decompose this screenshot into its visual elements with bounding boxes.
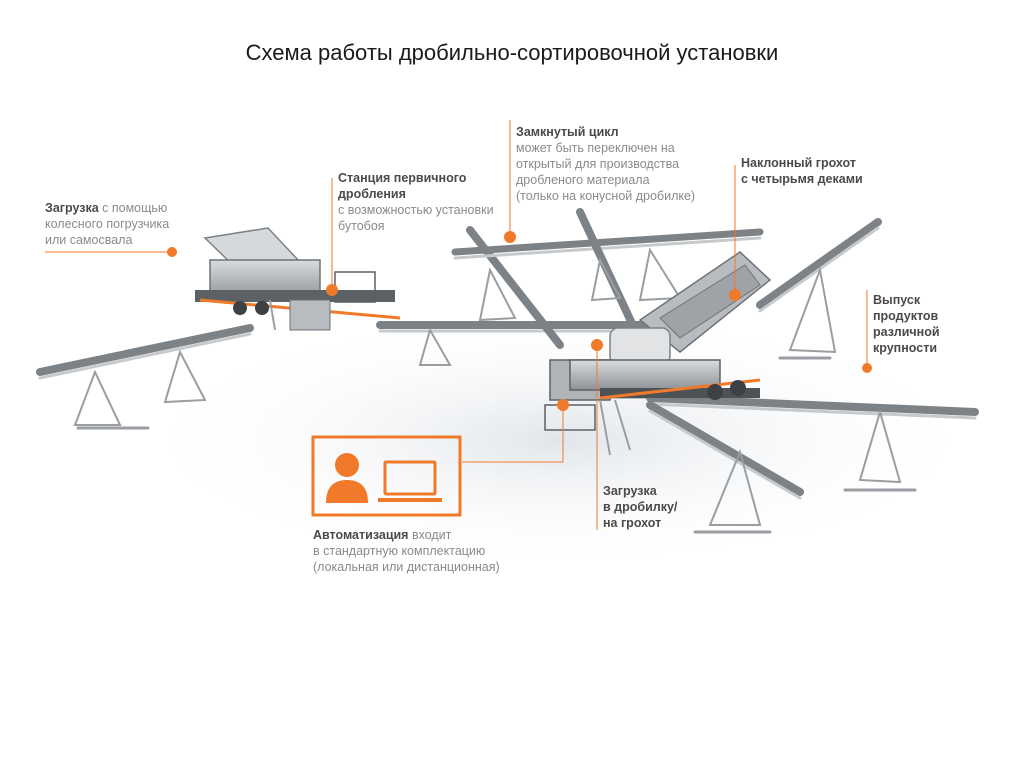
callout-primary: Станция первичного дробления с возможнос…	[338, 170, 494, 234]
callout-closed-loop: Замкнутый цикл может быть переключен на …	[516, 124, 695, 204]
callout-feed-head1: Загрузка	[603, 483, 677, 499]
marker-screen	[729, 289, 741, 301]
marker-output	[862, 363, 872, 373]
callout-closed-loop-line4: (только на конусной дробилке)	[516, 188, 695, 204]
callout-closed-loop-head: Замкнутый цикл	[516, 124, 695, 140]
primary-crushing-station	[195, 228, 400, 330]
callout-automation-line1: в стандартную комплектацию	[313, 544, 485, 558]
callout-automation-rest: входит	[408, 528, 451, 542]
callout-loading-head: Загрузка	[45, 201, 99, 215]
callout-closed-loop-line2: открытый для производства	[516, 156, 695, 172]
callout-feed-head2: в дробилку/	[603, 499, 677, 515]
callout-closed-loop-line1: может быть переключен на	[516, 140, 695, 156]
callout-primary-head2: дробления	[338, 186, 494, 202]
marker-automation	[557, 399, 569, 411]
callout-feed: Загрузка в дробилку/ на грохот	[603, 483, 677, 531]
callout-output-head1: Выпуск	[873, 292, 940, 308]
callout-primary-line1: с возможностью установки	[338, 202, 494, 218]
callout-screen-head1: Наклонный грохот	[741, 155, 863, 171]
ground-shadow	[130, 310, 990, 570]
marker-loading	[167, 247, 177, 257]
callout-feed-head3: на грохот	[603, 515, 677, 531]
callout-primary-head1: Станция первичного	[338, 170, 494, 186]
callout-screen: Наклонный грохот с четырьмя деками	[741, 155, 863, 187]
callout-output-head4: крупности	[873, 340, 940, 356]
marker-closed-loop	[504, 231, 516, 243]
callout-output-head2: продуктов	[873, 308, 940, 324]
callout-closed-loop-line3: дробленого материала	[516, 172, 695, 188]
marker-feed	[591, 339, 603, 351]
callout-output-head3: различной	[873, 324, 940, 340]
callout-automation-head: Автоматизация	[313, 528, 408, 542]
callout-automation-line2: (локальная или дистанционная)	[313, 560, 500, 574]
callout-loading-rest: с помощью	[99, 201, 168, 215]
callout-primary-line2: бутобоя	[338, 218, 494, 234]
callout-output: Выпуск продуктов различной крупности	[873, 292, 940, 356]
callout-screen-head2: с четырьмя деками	[741, 171, 863, 187]
marker-primary	[326, 284, 338, 296]
callout-loading: Загрузка с помощью колесного погрузчика …	[45, 200, 169, 248]
callout-loading-line1: колесного погрузчика	[45, 217, 169, 231]
callout-loading-line2: или самосвала	[45, 233, 132, 247]
callout-automation: Автоматизация входит в стандартную компл…	[313, 527, 500, 575]
